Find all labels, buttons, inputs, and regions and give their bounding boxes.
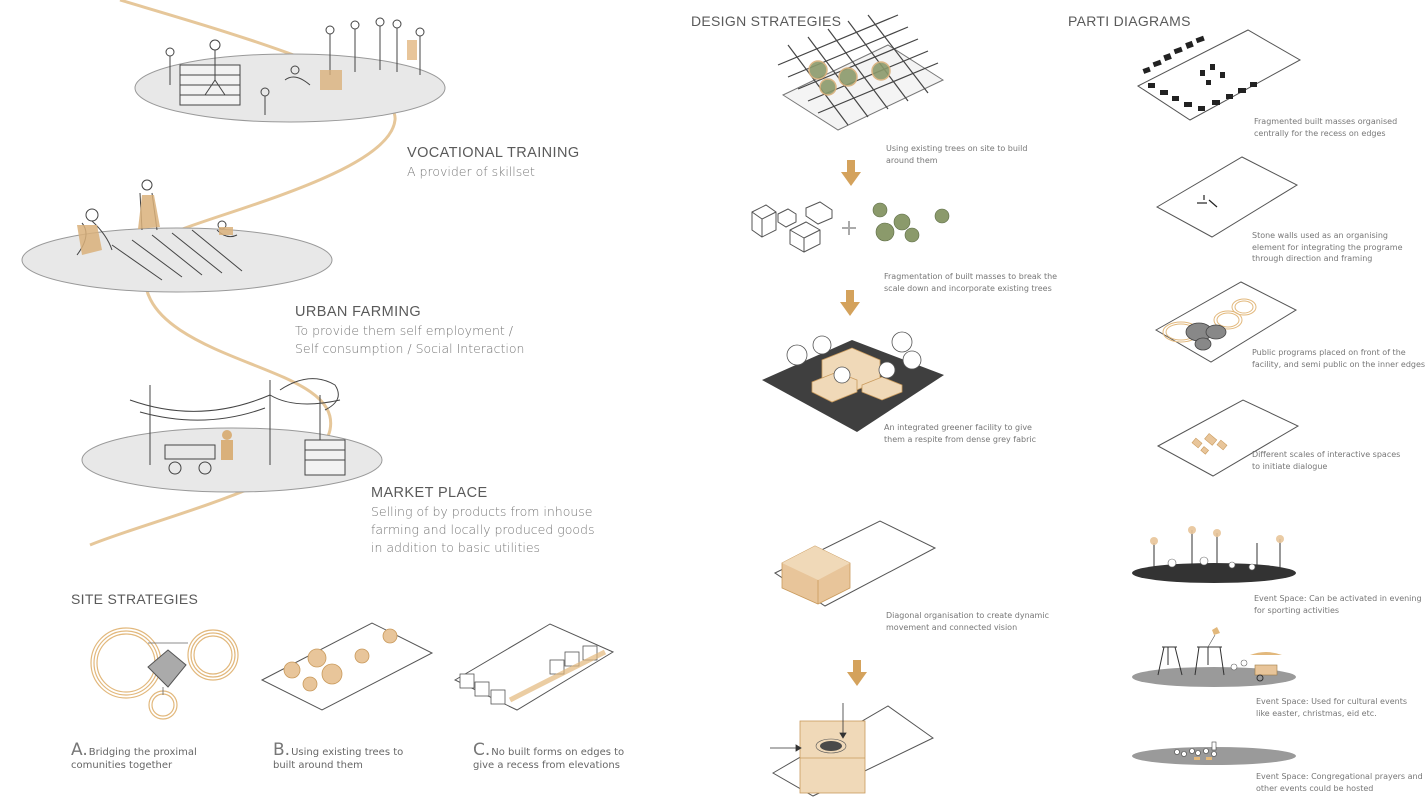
parti-diagram-2: [1155, 156, 1299, 238]
parti-diagram-4: [1156, 399, 1300, 477]
design-strategy-caption-4: Diagonal organisation to create dynamic …: [886, 611, 1049, 632]
program-title-urban-farming: URBAN FARMING: [295, 304, 422, 320]
program-desc-urban-farming-1: To provide them self employment /: [295, 323, 513, 338]
urban-farming-sketch: [21, 179, 333, 293]
design-strategy-integrated-diagram: [762, 331, 944, 432]
program-title-vocational: VOCATIONAL TRAINING: [407, 145, 580, 161]
site-strategy-c-diagram: [453, 623, 615, 711]
program-desc-urban-farming-2: Self consumption / Social Interaction: [295, 341, 525, 356]
design-strategies-heading: DESIGN STRATEGIES: [691, 13, 842, 29]
parti-diagram-5: [1132, 526, 1296, 583]
site-strategy-c-caption: C.No built forms on edges to give a rece…: [473, 740, 625, 772]
parti-diagram-7: [1132, 741, 1296, 765]
design-strategy-caption-1: Using existing trees on site to build ar…: [886, 144, 1028, 165]
market-place-sketch: [81, 378, 383, 493]
parti-diagram-caption-4: Different scales of interactive spaces t…: [1252, 450, 1401, 471]
design-strategy-grid-diagram: [777, 14, 945, 131]
site-strategies-heading: SITE STRATEGIES: [71, 591, 199, 607]
parti-diagram-6: [1132, 627, 1296, 687]
parti-diagrams-heading: PARTI DIAGRAMS: [1068, 13, 1191, 29]
parti-diagram-caption-6: Event Space: Used for cultural events li…: [1256, 697, 1407, 718]
parti-diagram-caption-1: Fragmented built masses organised centra…: [1254, 117, 1398, 138]
arrow-down-icon: [847, 660, 867, 686]
design-strategy-fragmentation-diagram: [751, 201, 950, 253]
design-strategy-caption-2: Fragmentation of built masses to break t…: [884, 272, 1058, 293]
site-strategy-b-caption: B.Using existing trees to built around t…: [273, 740, 404, 772]
vocational-training-sketch: [134, 17, 446, 123]
arrow-down-icon: [841, 160, 861, 186]
program-title-market-place: MARKET PLACE: [371, 485, 488, 501]
site-strategy-b-diagram: [260, 622, 434, 711]
design-strategy-diagonal-diagram: [773, 520, 937, 607]
program-desc-market-3: in addition to basic utilities: [371, 540, 541, 555]
site-strategy-a-caption: A.Bridging the proximal comunities toget…: [71, 740, 197, 772]
parti-diagram-caption-5: Event Space: Can be activated in evening…: [1254, 594, 1422, 615]
program-desc-vocational: A provider of skillset: [407, 164, 535, 179]
program-desc-market-2: farming and locally produced goods: [371, 522, 595, 537]
arrow-down-icon: [840, 290, 860, 316]
design-strategy-caption-3: An integrated greener facility to give t…: [884, 423, 1036, 444]
site-strategy-a-diagram: [90, 627, 239, 720]
parti-diagram-caption-2: Stone walls used as an organising elemen…: [1252, 231, 1403, 263]
program-desc-market-1: Selling of by products from inhouse: [371, 504, 593, 519]
parti-diagram-caption-3: Public programs placed on front of the f…: [1252, 348, 1426, 369]
parti-diagram-1: [1137, 29, 1302, 121]
parti-diagram-3: [1154, 281, 1298, 363]
parti-diagram-caption-7: Event Space: Congregational prayers and …: [1256, 772, 1423, 793]
design-strategy-plan-diagram: [770, 703, 934, 797]
